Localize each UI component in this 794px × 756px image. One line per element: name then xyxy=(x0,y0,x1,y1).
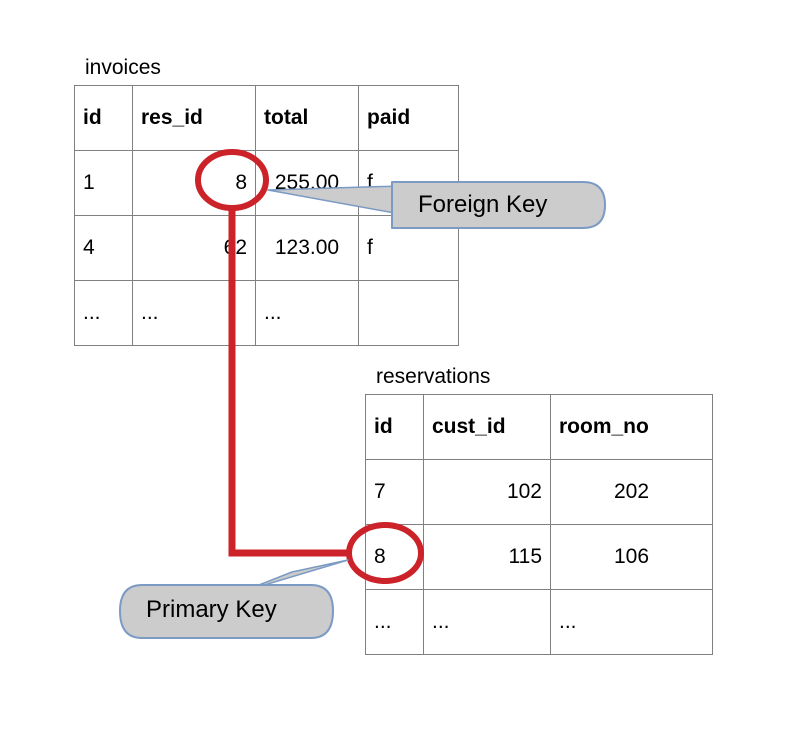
invoices-r2-id: 4 xyxy=(74,215,133,281)
primary-key-callout[interactable] xyxy=(119,559,349,639)
reservations-row-1: 7 102 202 xyxy=(365,459,713,525)
reservations-r2-room-no: 106 xyxy=(550,524,713,590)
invoices-r2-total: 123.00 xyxy=(255,215,359,281)
reservations-table: id cust_id room_no 7 102 202 8 115 106 .… xyxy=(365,394,713,655)
primary-key-callout-body xyxy=(119,584,334,639)
invoices-r2-res-id: 62 xyxy=(132,215,256,281)
reservations-table-title: reservations xyxy=(376,365,491,388)
reservations-row-2: 8 115 106 xyxy=(365,524,713,590)
reservations-r2-cust-id: 115 xyxy=(423,524,551,590)
invoices-header-res-id: res_id xyxy=(132,85,256,151)
reservations-header-row: id cust_id room_no xyxy=(365,394,713,460)
reservations-r3-cust-id: ... xyxy=(423,589,551,655)
invoices-r3-paid xyxy=(358,280,459,346)
reservations-r1-room-no: 202 xyxy=(550,459,713,525)
foreign-key-callout-body xyxy=(391,181,606,229)
invoices-r1-total: 255.00 xyxy=(255,150,359,216)
invoices-r3-res-id: ... xyxy=(132,280,256,346)
foreign-key-callout-label: Foreign Key xyxy=(418,191,548,218)
reservations-r1-cust-id: 102 xyxy=(423,459,551,525)
invoices-r1-id: 1 xyxy=(74,150,133,216)
invoices-table-title: invoices xyxy=(85,56,161,79)
invoices-header-row: id res_id total paid xyxy=(74,85,459,151)
invoices-header-id: id xyxy=(74,85,133,151)
invoices-header-paid: paid xyxy=(358,85,459,151)
reservations-r3-room-no: ... xyxy=(550,589,713,655)
foreign-key-callout[interactable] xyxy=(267,181,606,229)
reservations-header-cust-id: cust_id xyxy=(423,394,551,460)
reservations-header-room-no: room_no xyxy=(550,394,713,460)
reservations-row-3: ... ... ... xyxy=(365,589,713,655)
invoices-header-total: total xyxy=(255,85,359,151)
invoices-r3-total: ... xyxy=(255,280,359,346)
reservations-r1-id: 7 xyxy=(365,459,424,525)
primary-key-callout-label: Primary Key xyxy=(146,596,277,623)
reservations-header-id: id xyxy=(365,394,424,460)
invoices-row-1: 1 8 255.00 f xyxy=(74,150,459,216)
invoices-row-3: ... ... ... xyxy=(74,280,459,346)
invoices-r1-res-id: 8 xyxy=(132,150,256,216)
reservations-r3-id: ... xyxy=(365,589,424,655)
reservations-r2-id: 8 xyxy=(365,524,424,590)
invoices-r3-id: ... xyxy=(74,280,133,346)
